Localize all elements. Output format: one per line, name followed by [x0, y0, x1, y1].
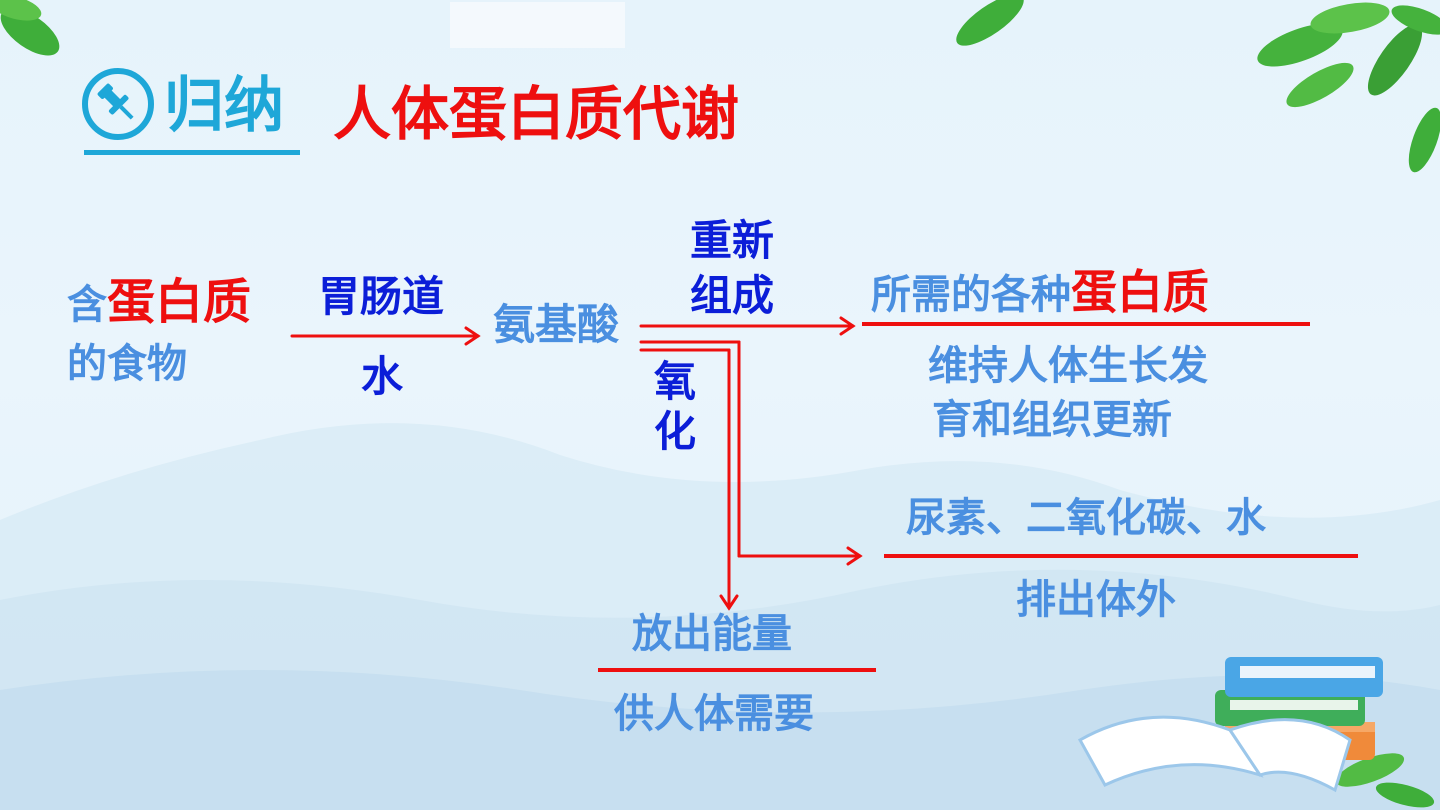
- reassemble-label-line2: 组成: [690, 271, 775, 320]
- excrete-arrowhead: [846, 546, 863, 566]
- excrete-label: 排出体外: [1016, 577, 1176, 623]
- energy-arrowhead: [719, 594, 739, 611]
- amino-acids-node: 氨基酸: [493, 300, 620, 349]
- food-highlight: 蛋白质: [107, 274, 252, 330]
- tag-underline: [84, 150, 300, 155]
- protein-highlight: 蛋白质: [1071, 265, 1209, 319]
- books-illustration: [1077, 657, 1383, 793]
- protein-prefix: 所需的各种: [871, 272, 1071, 318]
- growth-line1: 维持人体生长发: [928, 343, 1208, 389]
- food-prefix: 含: [67, 282, 107, 328]
- page-title: 人体蛋白质代谢: [333, 80, 740, 148]
- top-highlight-panel: [450, 2, 625, 48]
- products-node: 尿素、二氧化碳、水: [906, 495, 1266, 541]
- oxidize-label-line1: 氧: [654, 357, 697, 406]
- growth-line2: 育和组织更新: [932, 397, 1172, 443]
- digest-arrowhead: [464, 326, 481, 346]
- near-hills: [0, 670, 1440, 810]
- digestion-site-label: 胃肠道: [318, 272, 445, 321]
- energy-node: 放出能量: [632, 611, 792, 657]
- food-node: 含蛋白质: [67, 272, 251, 343]
- summary-tag: 归纳: [164, 71, 284, 141]
- energy-use-label: 供人体需要: [614, 691, 814, 737]
- protein-node: 所需的各种蛋白质: [871, 262, 1209, 333]
- food-suffix: 的食物: [67, 341, 187, 387]
- leaves-top-right: [956, 0, 1440, 173]
- reassemble-arrowhead: [839, 316, 856, 336]
- leaves-top-left: [0, 0, 60, 56]
- oxidize-label-line2: 化: [654, 407, 697, 456]
- leaves-bottom-right: [1335, 753, 1435, 808]
- pin-icon: [82, 68, 154, 140]
- digestion-agent-label: 水: [361, 352, 404, 401]
- reassemble-label-line1: 重新: [690, 216, 775, 265]
